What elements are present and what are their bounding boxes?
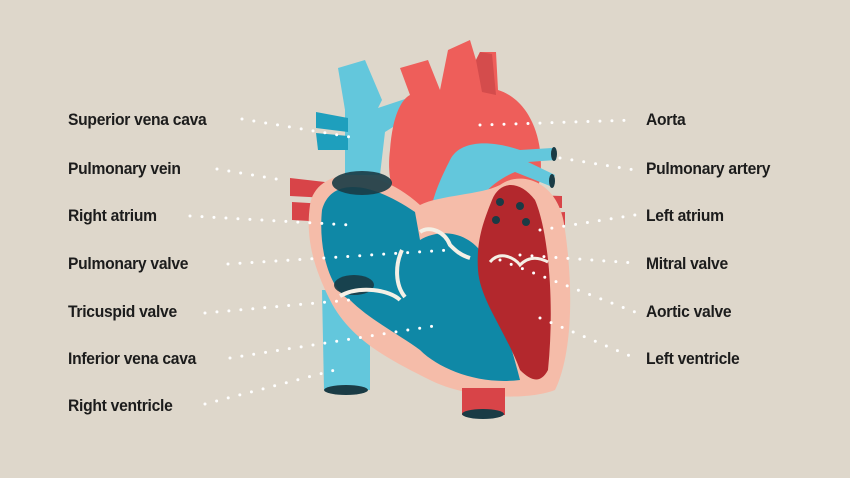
- leader-lines: [188, 117, 637, 406]
- label-left-atrium: Left atrium: [646, 206, 724, 225]
- label-inferior-vena-cava: Inferior vena cava: [68, 349, 197, 368]
- label-tricuspid-valve: Tricuspid valve: [68, 302, 177, 321]
- label-aortic-valve: Aortic valve: [646, 302, 732, 321]
- label-pulmonary-valve: Pulmonary valve: [68, 254, 189, 273]
- label-right-atrium: Right atrium: [68, 206, 157, 225]
- label-aorta: Aorta: [646, 110, 686, 129]
- label-mitral-valve: Mitral valve: [646, 254, 728, 273]
- right-chambers-shape: [321, 171, 520, 381]
- left-chambers-shape: [477, 185, 551, 380]
- label-right-ventricle: Right ventricle: [68, 396, 173, 415]
- aorta-shape: [389, 40, 541, 227]
- label-superior-vena-cava: Superior vena cava: [68, 110, 207, 129]
- label-pulmonary-artery: Pulmonary artery: [646, 159, 771, 178]
- label-left-ventricle: Left ventricle: [646, 349, 740, 368]
- label-pulmonary-vein: Pulmonary vein: [68, 159, 181, 178]
- descending-aorta-shape: [462, 388, 505, 419]
